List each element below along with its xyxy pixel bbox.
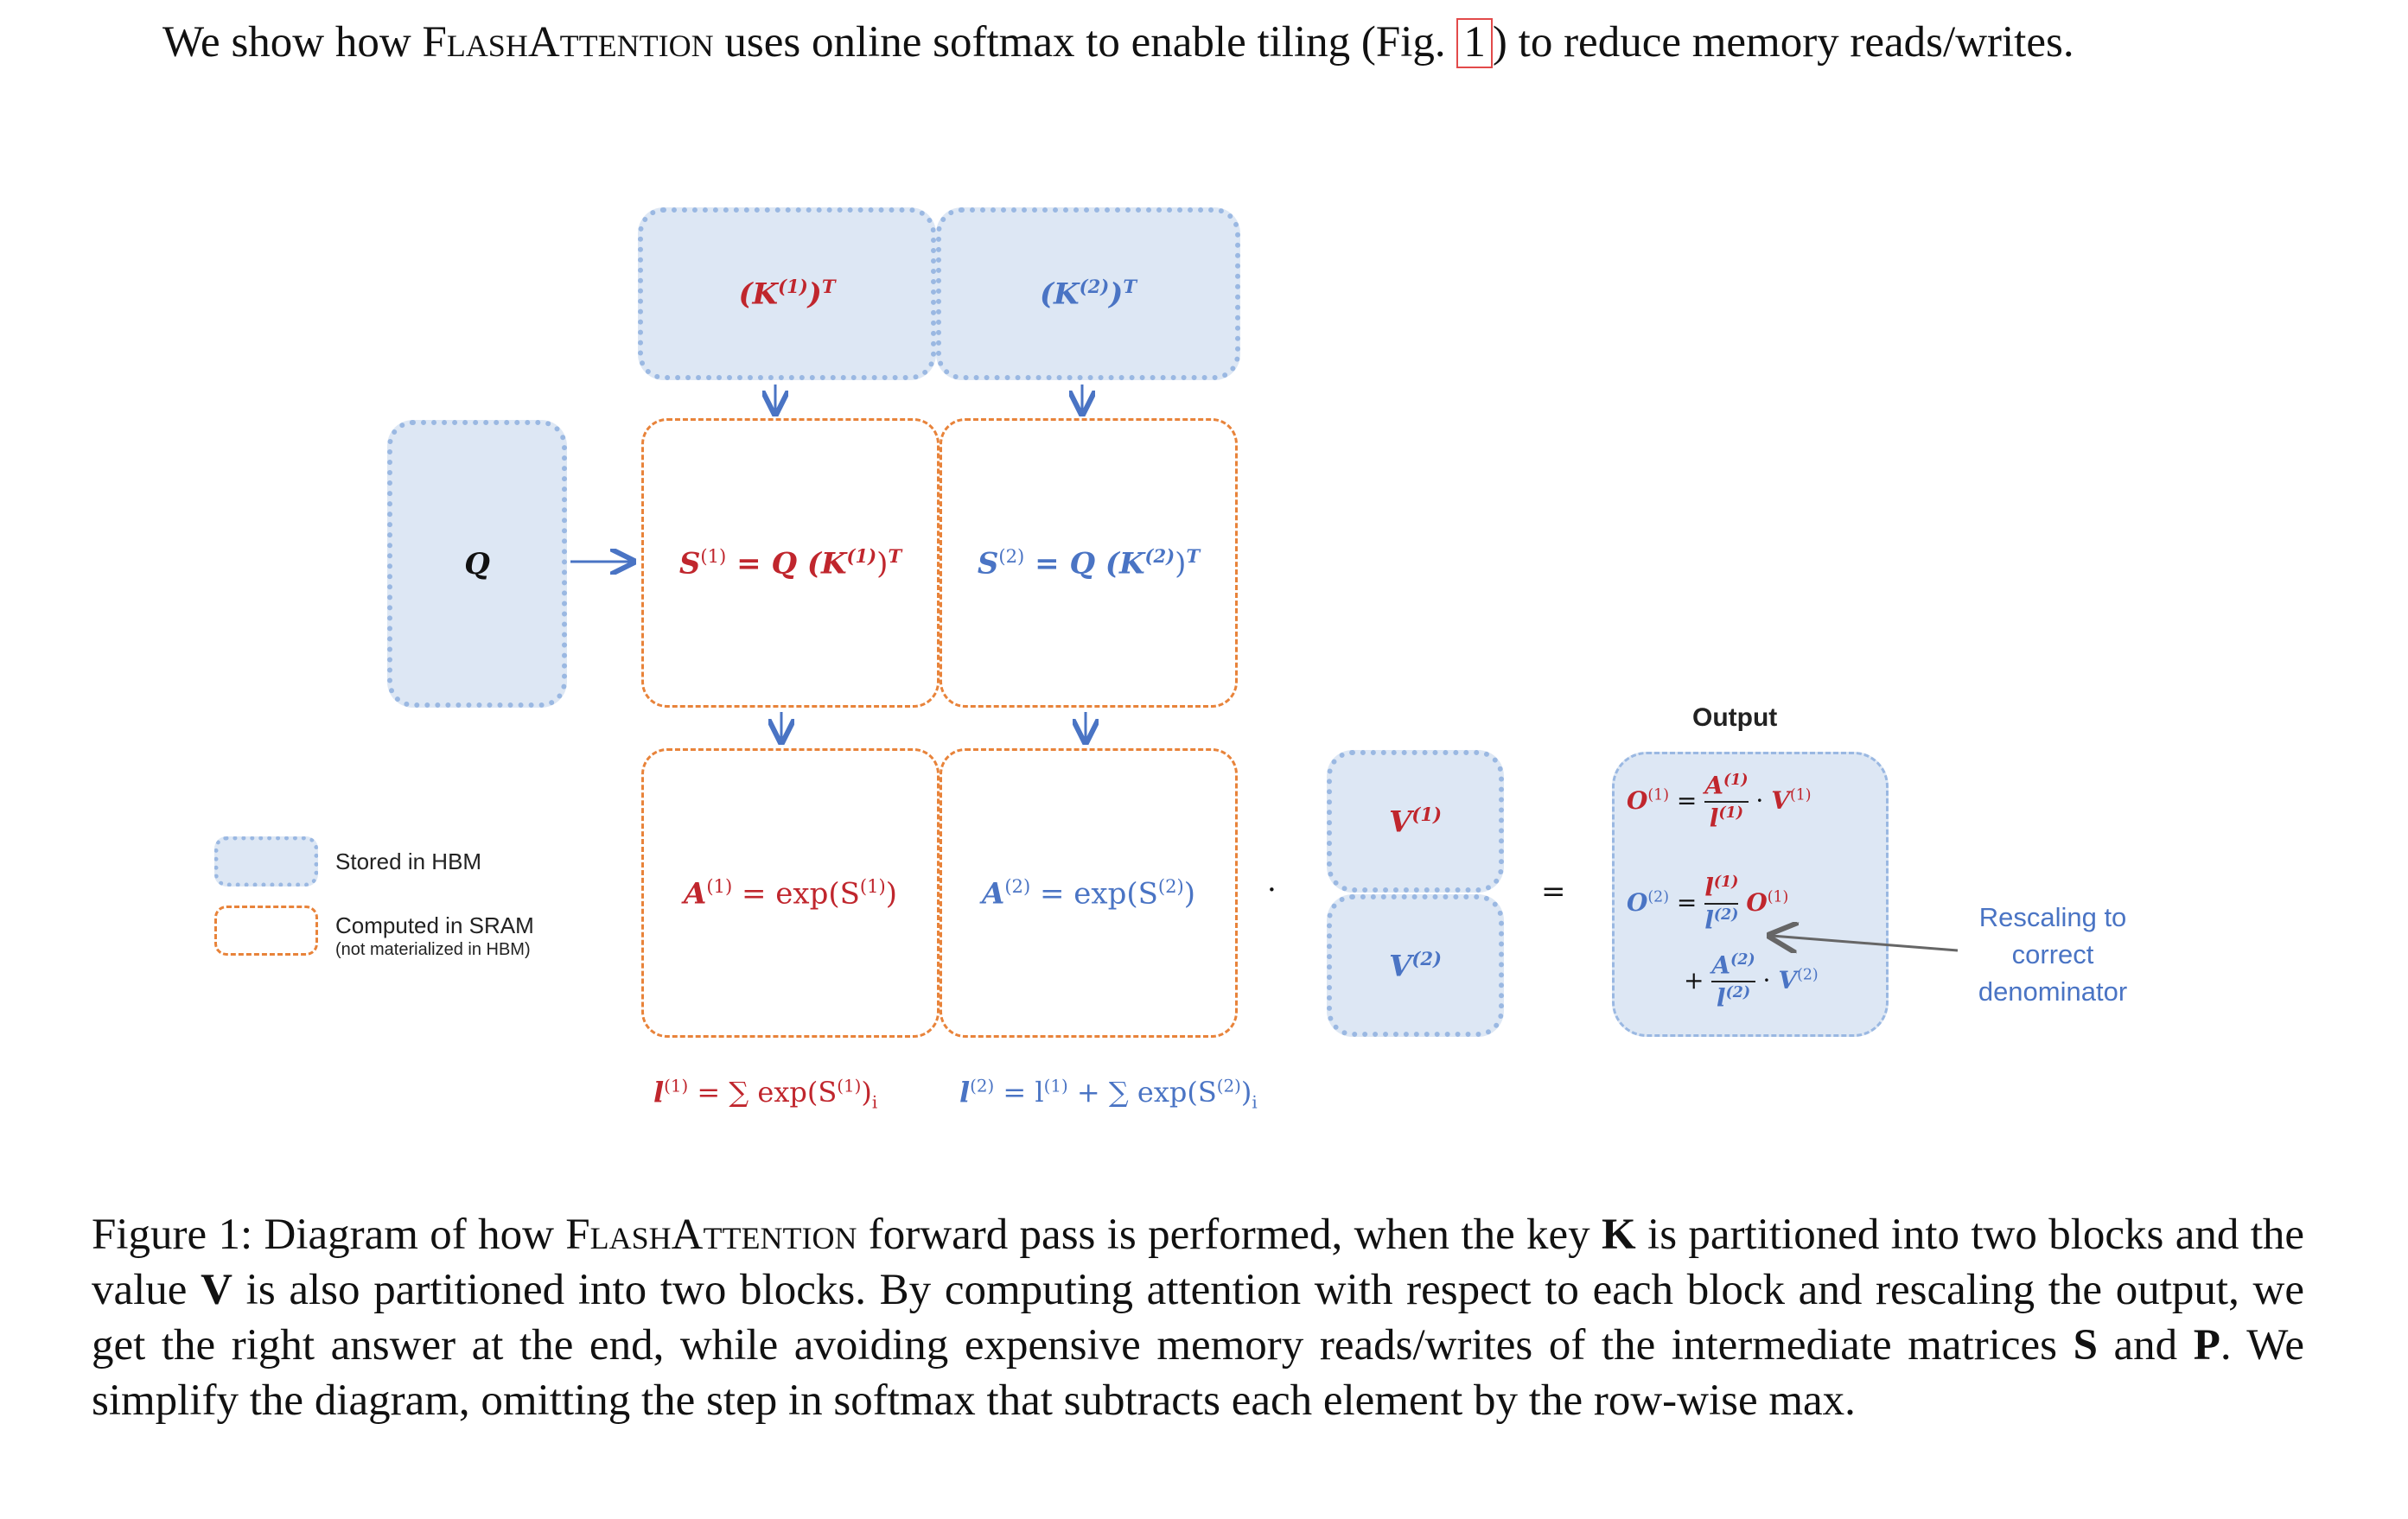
k2-transpose-block: (K(2))T (936, 207, 1240, 380)
o1-formula: O(1) = A(1)l(1) · V(1) (1627, 771, 1812, 833)
v2-label: V(2) (1388, 947, 1442, 984)
a1-formula: A(1) = exp(S(1)) (683, 874, 898, 912)
intro-text-end: ) to reduce memory reads/writes. (1492, 18, 2074, 67)
figure-caption: Figure 1: Diagram of how FlashAttention … (92, 1211, 2304, 1425)
intro-text-middle: uses online softmax to enable tiling (Fi… (713, 18, 1457, 67)
a2-formula: A(2) = exp(S(2)) (981, 874, 1196, 912)
k1-transpose-label: (K(1))T (738, 276, 836, 312)
arrow-rescaling-note (1772, 936, 1959, 950)
flashattention-name: FlashAttention (422, 18, 714, 67)
v1-label: V(1) (1388, 803, 1442, 840)
a2-block: A(2) = exp(S(2)) (940, 748, 1238, 1038)
s1-formula: S(1) = Q (K(1))T (678, 544, 902, 582)
l1-formula: l(1) = ∑ exp(S(1))i (653, 1076, 878, 1113)
legend-sram-swatch (214, 906, 318, 956)
legend-hbm-label: Stored in HBM (335, 848, 482, 874)
diagram-arrows (570, 385, 1959, 1192)
legend: Stored in HBM Computed in SRAM (not mate… (214, 836, 595, 975)
o2-formula: O(2) = l(1)l(2) O(1) (1627, 873, 1789, 935)
intro-sentence: We show how FlashAttention uses online s… (162, 17, 2074, 68)
figure-reference-link[interactable]: 1 (1456, 18, 1493, 68)
s2-block: S(2) = Q (K(2))T (940, 418, 1238, 708)
o2-formula-second-term: + A(2)l(2) · V(2) (1684, 950, 1819, 1013)
s2-formula: S(2) = Q (K(2))T (977, 544, 1201, 582)
k1-transpose-block: (K(1))T (638, 207, 936, 380)
rescaling-note: Rescaling to correct denominator (1978, 902, 2128, 1007)
q-label: Q (464, 546, 490, 582)
equals-sign: = (1541, 874, 1566, 909)
k2-transpose-label: (K(2))T (1039, 276, 1137, 312)
q-block: Q (387, 420, 567, 708)
multiply-dot: · (1267, 873, 1277, 907)
a1-block: A(1) = exp(S(1)) (641, 748, 940, 1038)
s1-block: S(1) = Q (K(1))T (641, 418, 940, 708)
diagram: (K(1))T (K(2))T Q S(1) = Q (K(1))T S(2) … (387, 207, 2128, 1192)
v2-block: V(2) (1327, 894, 1504, 1037)
legend-hbm-swatch (214, 836, 318, 887)
output-block: O(1) = A(1)l(1) · V(1) O(2) = l(1)l(2) O… (1612, 752, 1889, 1037)
legend-sram-sublabel: (not materialized in HBM) (335, 940, 531, 959)
intro-text: We show how (162, 18, 423, 67)
output-title: Output (1692, 703, 1778, 732)
legend-sram-label: Computed in SRAM (335, 912, 534, 938)
v1-block: V(1) (1327, 750, 1504, 893)
l2-formula: l(2) = l(1) + ∑ exp(S(2))i (959, 1076, 1258, 1113)
